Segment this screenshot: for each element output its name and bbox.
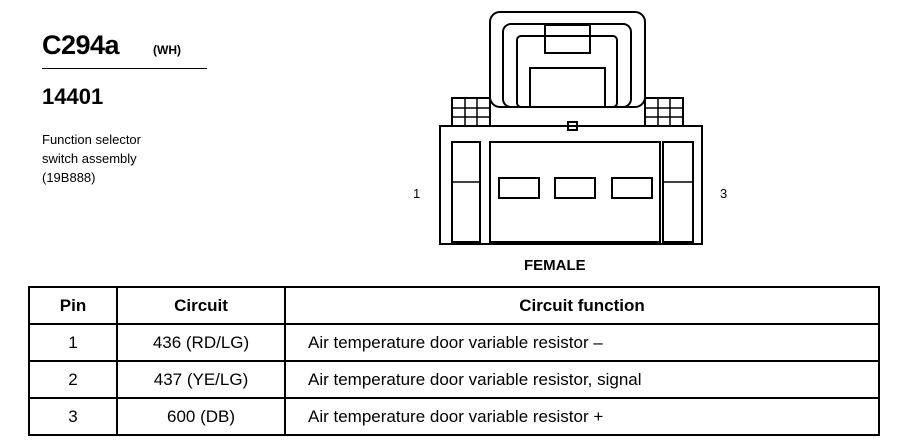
left-rail bbox=[451, 141, 481, 243]
view-label: FEMALE bbox=[524, 257, 586, 274]
right-shoulder bbox=[644, 97, 684, 127]
right-rail bbox=[662, 141, 694, 243]
table-row: 3 600 (DB) Air temperature door variable… bbox=[28, 397, 880, 436]
polarization-key bbox=[567, 121, 578, 131]
latch-outer bbox=[489, 11, 646, 108]
pin-left-label: 1 bbox=[413, 186, 421, 201]
terminal-pin-1 bbox=[498, 177, 540, 199]
pinout-table: Pin Circuit Circuit function 1 436 (RD/L… bbox=[28, 286, 880, 436]
table-row: 2 437 (YE/LG) Air temperature door varia… bbox=[28, 360, 880, 399]
description-line: Function selector bbox=[42, 132, 141, 147]
cell-circuit: 600 (DB) bbox=[116, 397, 286, 436]
table-row: 1 436 (RD/LG) Air temperature door varia… bbox=[28, 323, 880, 362]
header-pin: Pin bbox=[28, 286, 118, 325]
cell-circuit: 437 (YE/LG) bbox=[116, 360, 286, 399]
connector-body bbox=[439, 125, 703, 245]
table-header-row: Pin Circuit Circuit function bbox=[28, 286, 880, 325]
cell-function: Air temperature door variable resistor + bbox=[284, 397, 880, 436]
header-circuit: Circuit bbox=[116, 286, 286, 325]
description-line: (19B888) bbox=[42, 170, 96, 185]
terminal-cavity bbox=[489, 141, 661, 243]
description-line: switch assembly bbox=[42, 151, 137, 166]
latch-tab bbox=[544, 24, 591, 54]
cell-pin: 2 bbox=[28, 360, 118, 399]
header-function: Circuit function bbox=[284, 286, 880, 325]
cell-pin: 3 bbox=[28, 397, 118, 436]
terminal-pin-2 bbox=[554, 177, 596, 199]
terminal-pin-3 bbox=[611, 177, 653, 199]
latch-step bbox=[529, 67, 606, 107]
cell-pin: 1 bbox=[28, 323, 118, 362]
cell-function: Air temperature door variable resistor, … bbox=[284, 360, 880, 399]
left-shoulder bbox=[451, 97, 491, 127]
cell-circuit: 436 (RD/LG) bbox=[116, 323, 286, 362]
part-number: 14401 bbox=[42, 84, 104, 109]
title-divider bbox=[42, 68, 207, 69]
connector-color: (WH) bbox=[153, 43, 181, 57]
cell-function: Air temperature door variable resistor – bbox=[284, 323, 880, 362]
connector-id: C294a bbox=[42, 30, 120, 60]
latch-core bbox=[516, 35, 618, 108]
component-description: Function selector switch assembly (19B88… bbox=[42, 130, 141, 187]
pin-right-label: 3 bbox=[720, 186, 728, 201]
connector-face-diagram bbox=[439, 11, 703, 245]
